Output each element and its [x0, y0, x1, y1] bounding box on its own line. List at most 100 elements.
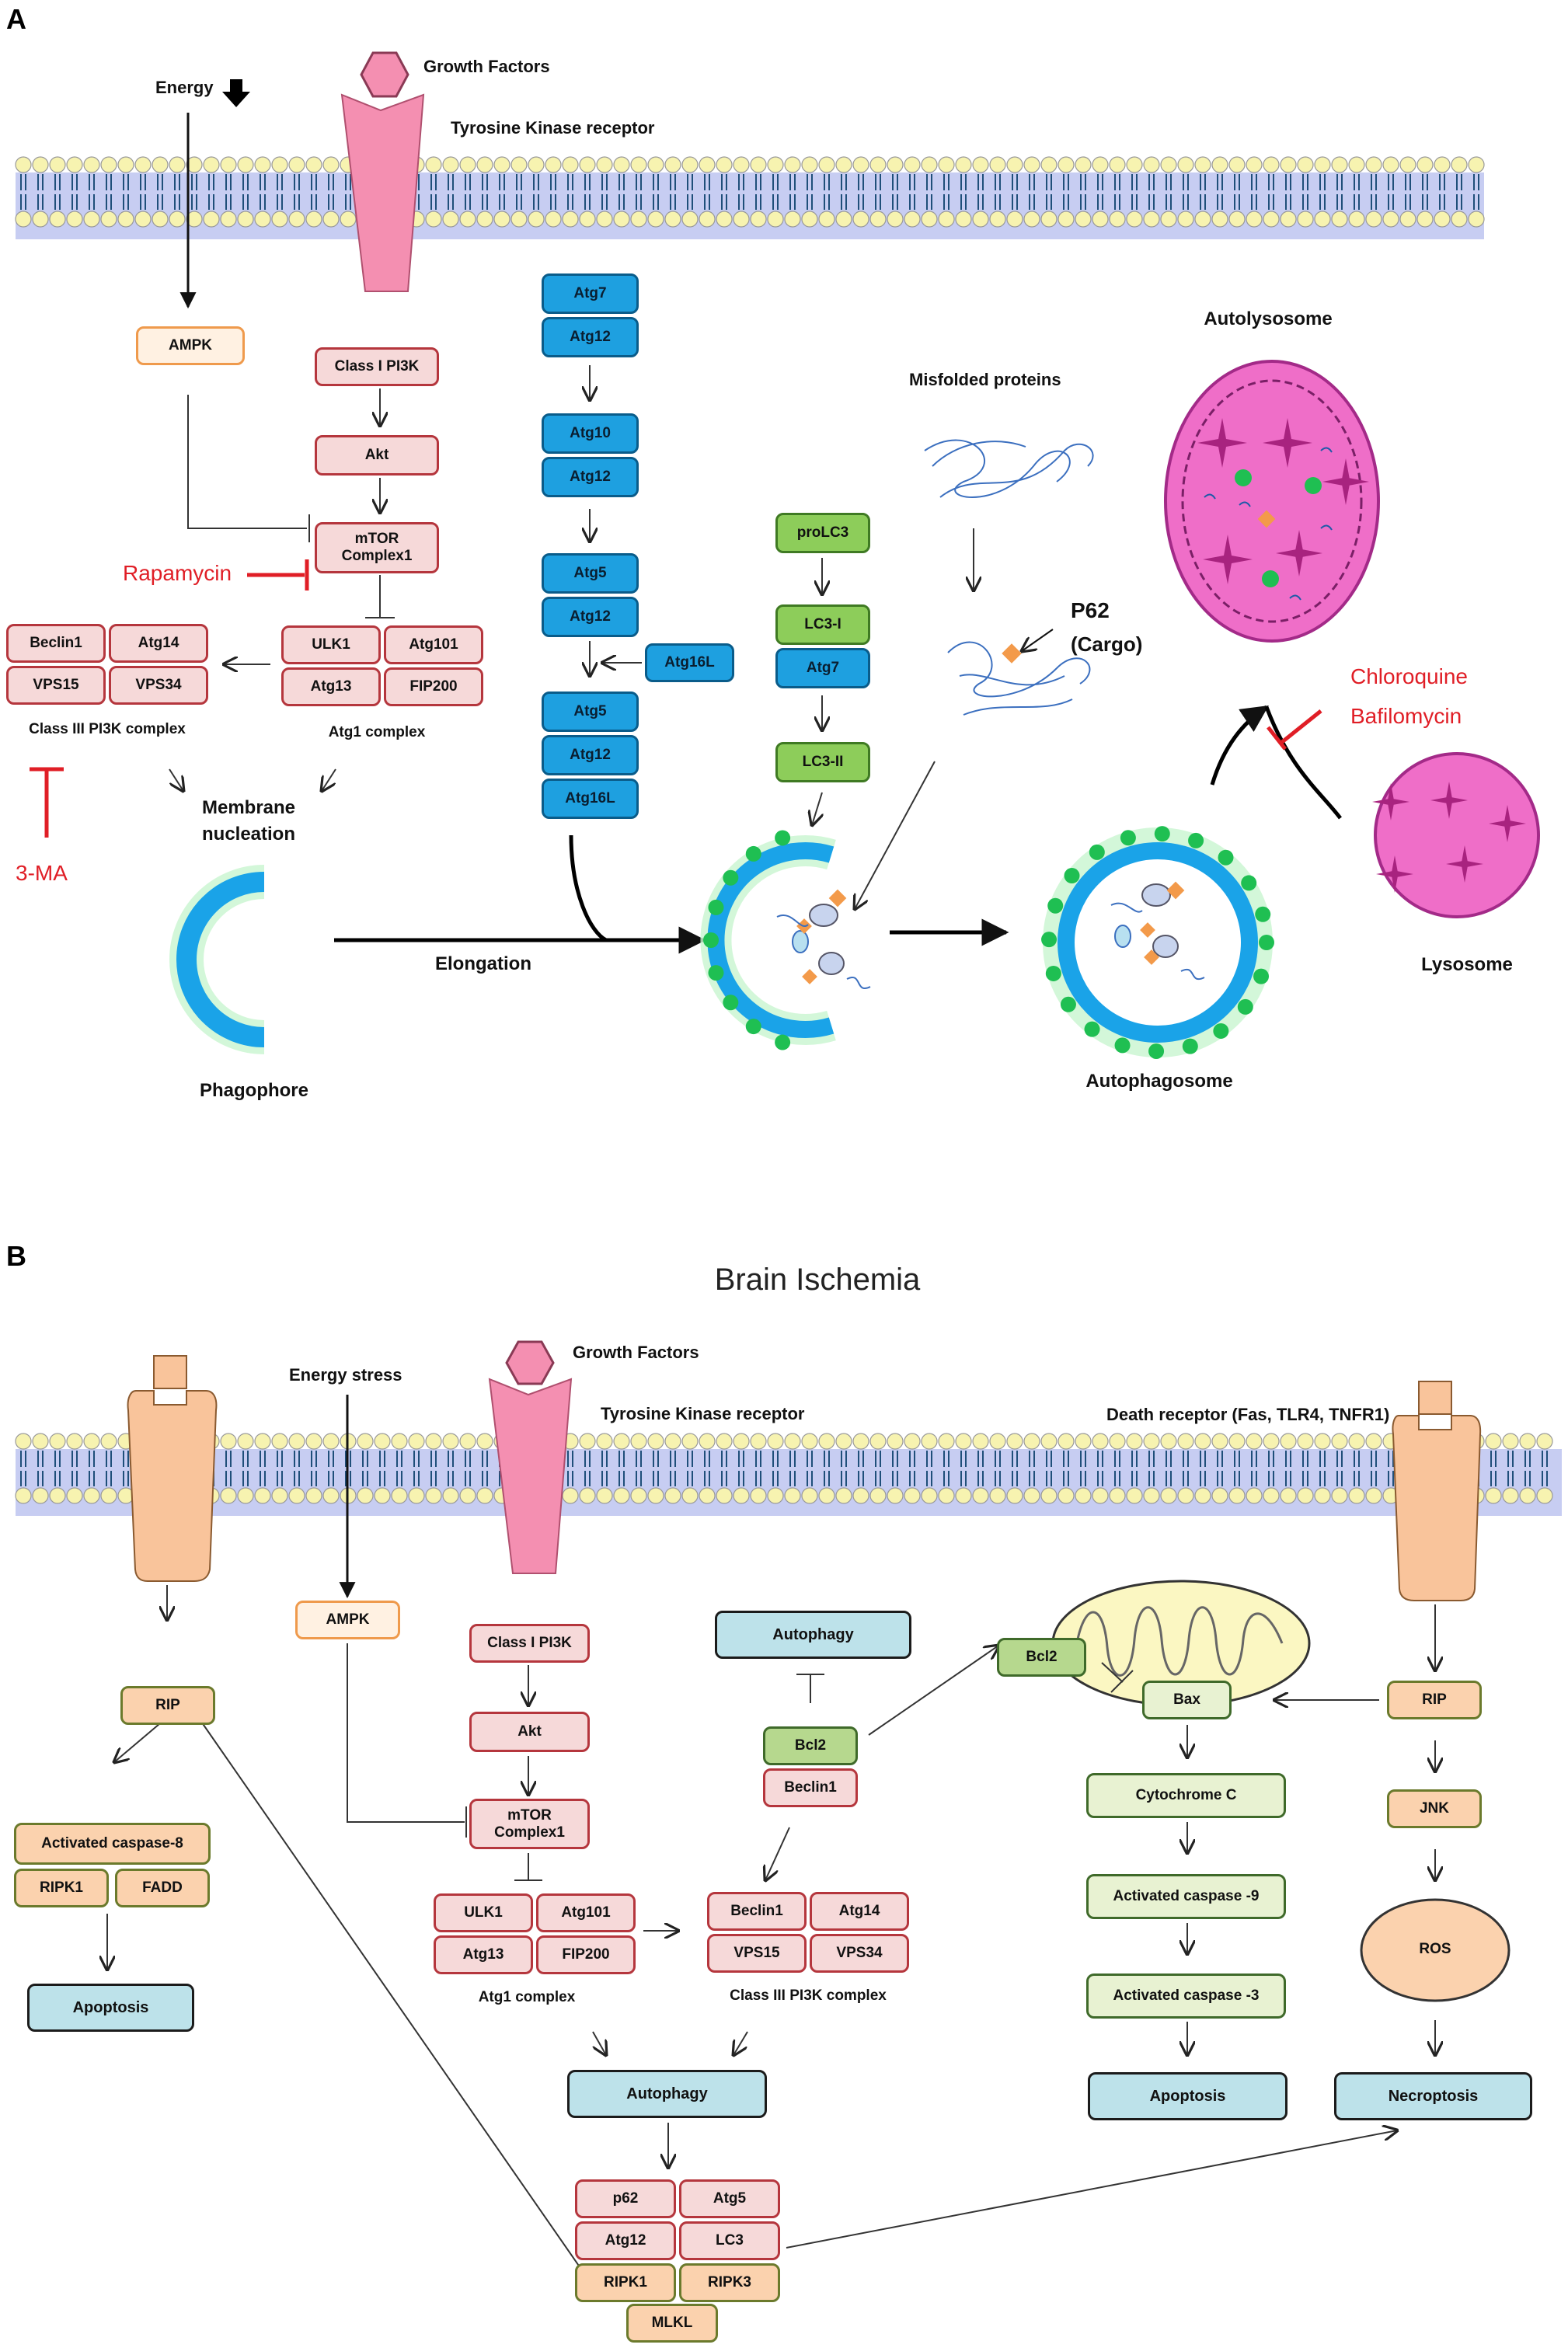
atg1-item-a-0: ULK1 — [281, 625, 381, 664]
class3-label-b: Class III PI3K complex — [730, 1987, 887, 2004]
jnk-node: JNK — [1387, 1789, 1482, 1828]
three-ma-label: 3-MA — [16, 861, 68, 885]
cargo-protein-strands — [947, 641, 1091, 716]
cargo-label: (Cargo) — [1071, 632, 1143, 656]
atg16l-side: Atg16L — [645, 643, 734, 682]
growth-factor-hexagon-a — [360, 51, 409, 98]
tyrosine-kinase-receptor-a — [340, 93, 425, 292]
fadd-node: FADD — [115, 1869, 210, 1907]
ros-node — [1360, 1898, 1511, 2002]
atg-col-8: Atg16L — [542, 779, 639, 819]
bafilomycin-label: Bafilomycin — [1350, 704, 1462, 728]
atg-col-6: Atg5 — [542, 692, 639, 732]
class3-item-a-3: VPS34 — [109, 666, 208, 705]
atg1-item-a-2: Atg13 — [281, 667, 381, 706]
cytochrome-c-node: Cytochrome C — [1086, 1773, 1286, 1818]
p62-label: P62 — [1071, 598, 1110, 622]
growth-factor-hexagon-b — [505, 1340, 555, 1385]
atg-col-2: Atg10 — [542, 413, 639, 454]
atg1-item-a-1: Atg101 — [384, 625, 483, 664]
phagophore-shape — [169, 865, 265, 1054]
bottom-item-5: RIPK3 — [679, 2263, 780, 2302]
brain-ischemia-title: Brain Ischemia — [714, 1263, 921, 1297]
atg1-label-a: Atg1 complex — [328, 724, 426, 740]
atg1-item-b-2: Atg13 — [434, 1935, 533, 1974]
autolysosome-label: Autolysosome — [1204, 308, 1333, 329]
cell-membrane-a — [15, 156, 1485, 239]
atg1-item-b-3: FIP200 — [536, 1935, 636, 1974]
tk-receptor-label-b: Tyrosine Kinase receptor — [601, 1404, 805, 1423]
lysosome-vesicle — [1372, 752, 1540, 918]
lc3-col-3: LC3-II — [775, 742, 870, 782]
atg-col-7: Atg12 — [542, 735, 639, 775]
atg-col-1: Atg12 — [542, 317, 639, 357]
beclin1-node-b: Beclin1 — [763, 1768, 858, 1807]
bottom-item-4: RIPK1 — [575, 2263, 676, 2302]
bax-node: Bax — [1142, 1681, 1232, 1719]
misfolded-protein-strands — [924, 439, 1094, 498]
mtor-node-b: mTOR Complex1 — [469, 1799, 590, 1849]
bottom-item-0: p62 — [575, 2179, 676, 2218]
mtor-node-a: mTOR Complex1 — [315, 522, 439, 573]
rip-right-node: RIP — [1387, 1681, 1482, 1719]
autophagosome-vesicle — [1041, 826, 1274, 1059]
autolysosome-vesicle — [1164, 360, 1380, 643]
tk-receptor-label-a: Tyrosine Kinase receptor — [451, 118, 655, 138]
class3-item-b-1: Atg14 — [810, 1892, 909, 1931]
autophagy-top-node: Autophagy — [715, 1611, 911, 1659]
autophagosome-label: Autophagosome — [1085, 1071, 1233, 1092]
caspase8-node: Activated caspase-8 — [14, 1823, 211, 1865]
class3-item-a-0: Beclin1 — [6, 624, 106, 663]
lysosome-label: Lysosome — [1421, 954, 1513, 975]
energy-label: Energy — [155, 78, 214, 97]
rip-left-node: RIP — [120, 1686, 215, 1725]
growth-factors-label-b: Growth Factors — [573, 1343, 699, 1362]
class3-item-b-2: VPS15 — [707, 1934, 807, 1973]
forming-autophagosome — [700, 830, 871, 1050]
lc3-col-2: Atg7 — [775, 648, 870, 688]
apoptosis-right-node: Apoptosis — [1088, 2072, 1288, 2120]
class3-item-b-0: Beclin1 — [707, 1892, 807, 1931]
class3-item-a-2: VPS15 — [6, 666, 106, 705]
class1-pi3k-node-b: Class I PI3K — [469, 1624, 590, 1663]
atg1-item-a-3: FIP200 — [384, 667, 483, 706]
cell-membrane-b — [15, 1433, 1562, 1516]
bcl2-node: Bcl2 — [763, 1726, 858, 1765]
apoptosis-left-node: Apoptosis — [27, 1984, 194, 2032]
ripk1-left-node: RIPK1 — [14, 1869, 109, 1907]
atg1-item-b-0: ULK1 — [434, 1893, 533, 1932]
ampk-node-a: AMPK — [136, 326, 245, 365]
bottom-item-6: MLKL — [626, 2304, 718, 2343]
autophagy-mid-node: Autophagy — [567, 2070, 767, 2118]
atg1-item-b-1: Atg101 — [536, 1893, 636, 1932]
caspase9-node: Activated caspase -9 — [1086, 1874, 1286, 1919]
bcl2-mito-node: Bcl2 — [997, 1638, 1086, 1677]
caspase3-node: Activated caspase -3 — [1086, 1974, 1286, 2019]
lc3-col-1: LC3-I — [775, 604, 870, 645]
atg-col-4: Atg5 — [542, 553, 639, 594]
growth-factors-label-a: Growth Factors — [423, 57, 550, 76]
bottom-item-1: Atg5 — [679, 2179, 780, 2218]
bottom-item-2: Atg12 — [575, 2221, 676, 2260]
membrane-nucleation-label: Membrane nucleation — [201, 797, 296, 845]
elongation-label: Elongation — [435, 953, 531, 974]
chloroquine-label: Chloroquine — [1350, 664, 1468, 688]
energy-down-arrow-a — [222, 79, 250, 107]
death-receptor-label: Death receptor (Fas, TLR4, TNFR1) — [1106, 1405, 1390, 1424]
atg-col-5: Atg12 — [542, 597, 639, 637]
phagophore-label: Phagophore — [199, 1080, 309, 1101]
necroptosis-node: Necroptosis — [1334, 2072, 1532, 2120]
class3-item-b-3: VPS34 — [810, 1934, 909, 1973]
ros-label: ROS — [1419, 1941, 1451, 1957]
class3-label-a: Class III PI3K complex — [29, 721, 186, 737]
death-receptor-right-b — [1392, 1381, 1482, 1601]
panel-label-b: B — [6, 1240, 26, 1272]
atg1-label-b: Atg1 complex — [478, 1989, 576, 2005]
energy-stress-label: Energy stress — [289, 1365, 402, 1385]
panel-label-a: A — [6, 3, 26, 35]
bottom-item-3: LC3 — [679, 2221, 780, 2260]
receptor-left-b — [127, 1355, 218, 1582]
rapamycin-label: Rapamycin — [123, 561, 232, 585]
p62-marker-a — [1002, 643, 1022, 664]
